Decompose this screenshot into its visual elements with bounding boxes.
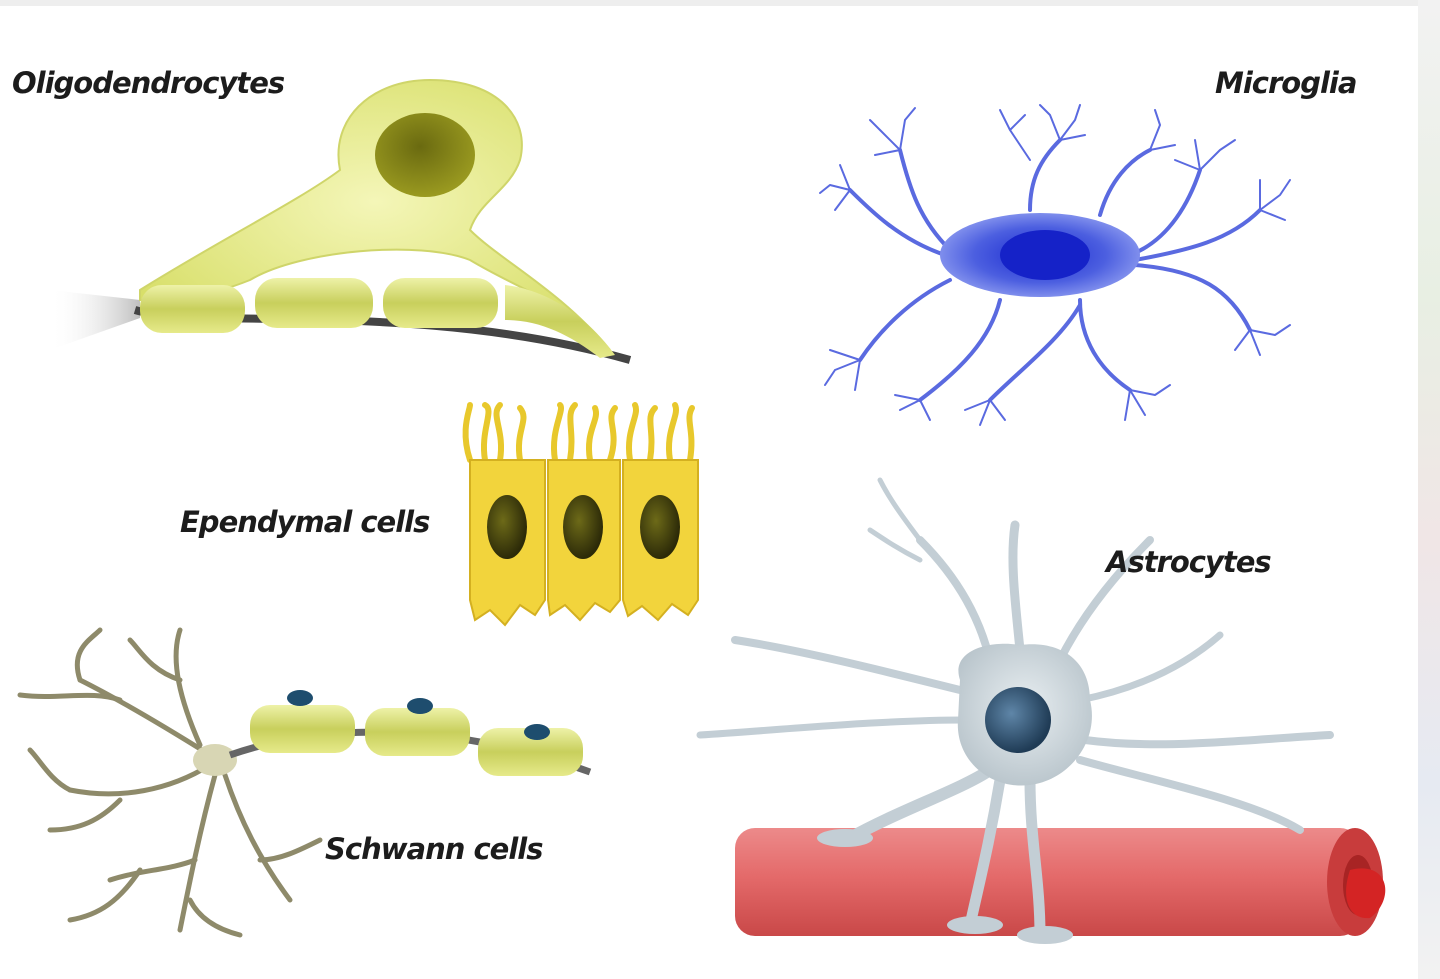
schwann-nucleus bbox=[407, 698, 433, 714]
end-foot bbox=[817, 829, 873, 847]
astrocytes-label: Astrocytes bbox=[1106, 545, 1272, 579]
myelin-segment bbox=[383, 278, 498, 328]
end-foot bbox=[947, 916, 1003, 934]
schwann-illustration bbox=[17, 627, 592, 938]
top-border bbox=[0, 0, 1420, 6]
oligodendrocyte-body bbox=[139, 78, 611, 351]
schwann-cell bbox=[250, 705, 355, 753]
ependymal-nucleus bbox=[487, 495, 527, 559]
ependymal-nucleus bbox=[563, 495, 603, 559]
microglia-illustration bbox=[819, 104, 1291, 426]
myelin-segment bbox=[140, 285, 245, 333]
astrocyte-nucleus bbox=[985, 687, 1051, 753]
axon-cone bbox=[50, 290, 140, 350]
red-blood-cell bbox=[1346, 868, 1386, 919]
schwann-nucleus bbox=[287, 690, 313, 706]
ependymal-illustration bbox=[462, 402, 699, 627]
myelin-segment bbox=[255, 278, 373, 328]
astrocyte-illustration bbox=[696, 477, 1386, 944]
microglia-label: Microglia bbox=[1215, 66, 1357, 100]
schwann-cell bbox=[365, 708, 470, 756]
microglia-nucleus bbox=[1000, 230, 1090, 280]
blood-vessel bbox=[735, 828, 1360, 936]
myelin-segment bbox=[505, 285, 615, 358]
schwann-cell bbox=[478, 728, 583, 776]
oligodendrocyte-illustration bbox=[50, 78, 632, 364]
ependymal-nucleus bbox=[640, 495, 680, 559]
ependymal-label: Ependymal cells bbox=[180, 505, 430, 539]
schwann-label: Schwann cells bbox=[325, 832, 543, 866]
oligodendrocyte-nucleus bbox=[375, 113, 475, 197]
right-edge-strip bbox=[1418, 0, 1440, 979]
neuron-soma bbox=[193, 744, 237, 776]
end-foot bbox=[1017, 926, 1073, 944]
schwann-nucleus bbox=[524, 724, 550, 740]
oligodendrocytes-label: Oligodendrocytes bbox=[12, 66, 285, 100]
